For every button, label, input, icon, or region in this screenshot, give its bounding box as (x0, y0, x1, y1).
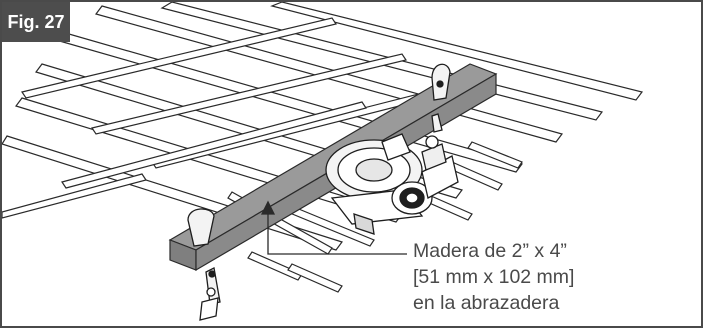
left-clamp (187, 208, 221, 321)
callout-line-3: en la abrazadera (413, 292, 560, 314)
callout-line-2: [51 mm x 102 mm] (413, 266, 575, 288)
callout-line-1: Madera de 2” x 4” (413, 240, 567, 262)
right-clamp (431, 63, 451, 133)
cross-members (2, 17, 447, 219)
figure-label: Fig. 27 (2, 2, 70, 42)
saw-unit (325, 133, 459, 235)
board-callout: Madera de 2” x 4” [51 mm x 102 mm] en la… (413, 238, 574, 316)
callout-leader (260, 200, 407, 255)
